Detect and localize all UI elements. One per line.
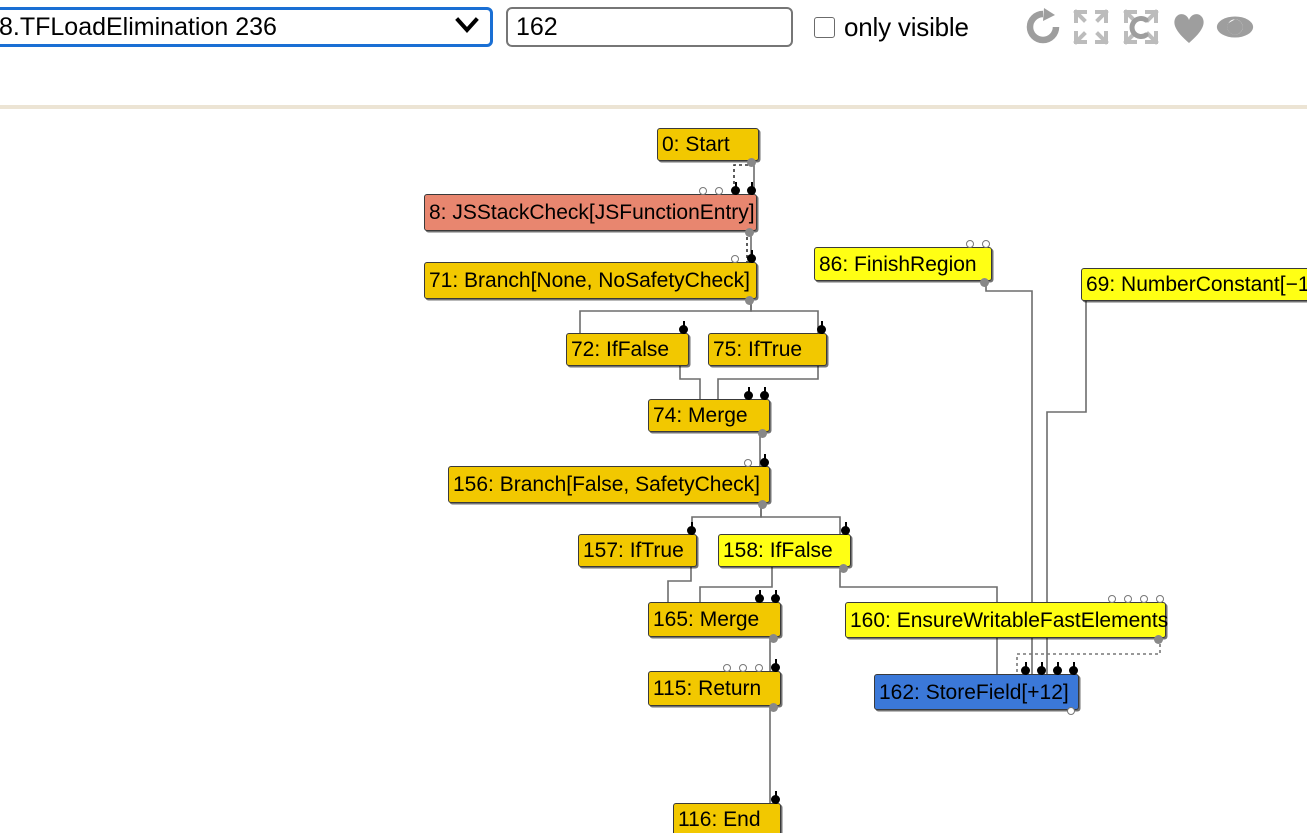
graph-node-label: 72: IfFalse [571,338,670,361]
graph-node-74[interactable]: 74: Merge [648,399,770,432]
toolbar: 8.TFLoadElimination 236 only visible [0,0,1307,109]
graph-node-158[interactable]: 158: IfFalse [718,534,851,567]
graph-node-label: 158: IfFalse [723,539,833,562]
graph-node-72[interactable]: 72: IfFalse [566,333,689,366]
graph-node-160[interactable]: 160: EnsureWritableFastElements [845,602,1169,638]
graph-node-115[interactable]: 115: Return [648,671,781,706]
graph-node-label: 75: IfTrue [713,338,803,361]
graph-node-69[interactable]: 69: NumberConstant[−1] [1081,268,1307,301]
graph-node-label: 86: FinishRegion [819,252,977,276]
refresh-icon[interactable] [1022,7,1064,47]
graph-node-label: 74: Merge [653,404,748,427]
only-visible-label: only visible [844,11,969,42]
graph-node-label: 157: IfTrue [583,539,684,562]
toolbar-row-secondary [0,55,1307,107]
graph-node-label: 69: NumberConstant[−1] [1086,273,1307,296]
eye-icon[interactable] [1214,7,1256,47]
graph-node-label: 160: EnsureWritableFastElements [850,608,1169,632]
only-visible-checkbox[interactable] [814,16,835,38]
graph-node-116[interactable]: 116: End [673,803,781,833]
node-id-input[interactable] [506,7,793,47]
fit-to-screen-icon[interactable] [1120,7,1162,47]
graph-node-86[interactable]: 86: FinishRegion [814,247,992,281]
heart-icon[interactable] [1168,7,1210,47]
graph-node-label: 71: Branch[None, NoSafetyCheck] [429,269,751,292]
phase-select-value: 8.TFLoadElimination 236 [0,13,277,41]
only-visible-control[interactable]: only visible [814,8,969,46]
graph-node-label: 156: Branch[False, SafetyCheck] [453,473,760,496]
graph-node-label: 116: End [678,808,761,831]
graph-node-8[interactable]: 8: JSStackCheck[JSFunctionEntry] [424,194,757,231]
expand-arrows-icon[interactable] [1070,7,1112,47]
graph-node-157[interactable]: 157: IfTrue [578,534,697,567]
graph-node-label: 165: Merge [653,608,760,631]
graph-canvas[interactable]: 0: Start 8: JSStackCheck[JSFunctionEntry]… [0,109,1307,833]
phase-select[interactable]: 8.TFLoadElimination 236 [0,7,493,47]
graph-node-label: 8: JSStackCheck[JSFunctionEntry] [429,201,755,224]
graph-node-156[interactable]: 156: Branch[False, SafetyCheck] [448,466,770,503]
graph-node-75[interactable]: 75: IfTrue [708,333,827,366]
graph-node-0[interactable]: 0: Start [657,128,759,161]
toolbar-divider [0,105,1307,109]
graph-node-165[interactable]: 165: Merge [648,602,781,637]
graph-node-label: 115: Return [653,677,762,700]
toolbar-row-primary: 8.TFLoadElimination 236 only visible [0,0,1307,55]
graph-node-label: 162: StoreField[+12] [879,680,1069,704]
graph-node-162[interactable]: 162: StoreField[+12] [874,674,1079,710]
graph-node-71[interactable]: 71: Branch[None, NoSafetyCheck] [424,262,757,299]
graph-node-label: 0: Start [662,133,730,156]
